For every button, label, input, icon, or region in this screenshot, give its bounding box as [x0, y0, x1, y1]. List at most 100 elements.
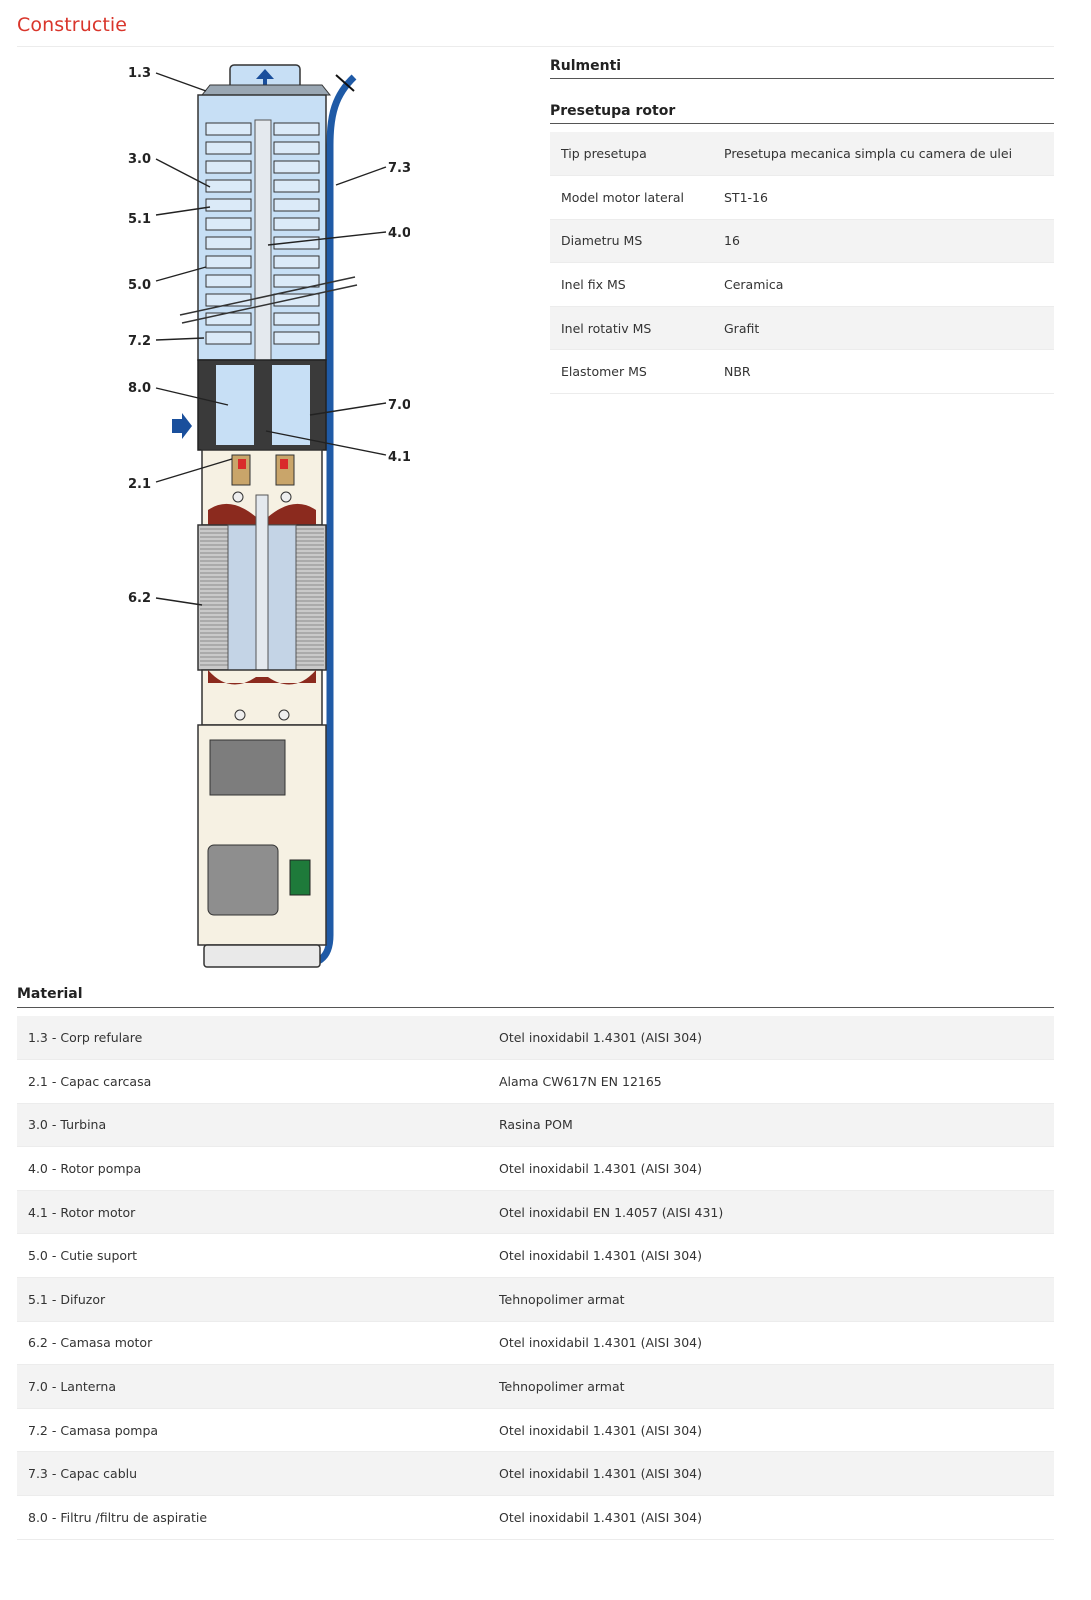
label-7-2: 7.2	[128, 334, 151, 349]
bearing-lower-right	[278, 709, 290, 721]
pump-stage	[205, 122, 252, 136]
material-value: Otel inoxidabil EN 1.4057 (AISI 431)	[488, 1190, 1054, 1235]
material-value: Otel inoxidabil 1.4301 (AISI 304)	[488, 1016, 1054, 1061]
pump-stage	[273, 255, 320, 269]
pump-stages	[205, 122, 320, 345]
material-value: Rasina POM	[488, 1103, 1054, 1148]
pump-cutaway-illustration: 1.3 3.0 5.1 5.0 7.2 8.0 2.1 6.2 7.3 4.0 …	[128, 64, 411, 968]
table-key: Inel rotativ MS	[550, 306, 713, 351]
pump-stage	[273, 217, 320, 231]
pump-stage	[205, 198, 252, 212]
material-part: 4.0 - Rotor pompa	[17, 1146, 488, 1191]
pump-stage	[205, 331, 252, 345]
material-part: 8.0 - Filtru /filtru de aspiratie	[17, 1495, 488, 1540]
material-part: 1.3 - Corp refulare	[17, 1016, 488, 1061]
material-value: Otel inoxidabil 1.4301 (AISI 304)	[488, 1451, 1054, 1497]
material-value: Otel inoxidabil 1.4301 (AISI 304)	[488, 1321, 1054, 1366]
pump-stage	[205, 179, 252, 193]
table-value: 16	[713, 219, 1054, 264]
pump-stage	[205, 217, 252, 231]
material-part: 7.2 - Camasa pompa	[17, 1408, 488, 1453]
material-value: Otel inoxidabil 1.4301 (AISI 304)	[488, 1146, 1054, 1191]
table-value: Grafit	[713, 306, 1054, 351]
arrow-right-icon	[172, 413, 192, 439]
pump-diagram: 1.3 3.0 5.1 5.0 7.2 8.0 2.1 6.2 7.3 4.0 …	[110, 55, 411, 980]
material-part: 7.0 - Lanterna	[17, 1364, 488, 1409]
table-value: Ceramica	[713, 262, 1054, 307]
material-value: Tehnopolimer armat	[488, 1364, 1054, 1409]
material-value: Otel inoxidabil 1.4301 (AISI 304)	[488, 1495, 1054, 1540]
table-value: ST1-16	[713, 175, 1054, 220]
label-3-0: 3.0	[128, 152, 151, 167]
material-part: 2.1 - Capac carcasa	[17, 1059, 488, 1104]
pump-stage	[273, 274, 320, 288]
label-7-0: 7.0	[388, 398, 410, 413]
pump-stage	[273, 331, 320, 345]
seal-ring-left	[238, 459, 246, 469]
table-value: NBR	[713, 349, 1054, 395]
material-part: 4.1 - Rotor motor	[17, 1190, 488, 1235]
label-2-1: 2.1	[128, 477, 151, 492]
material-value: Otel inoxidabil 1.4301 (AISI 304)	[488, 1233, 1054, 1279]
discharge-shoulder	[200, 84, 332, 96]
bearing-left	[232, 491, 244, 503]
pump-stage	[205, 312, 252, 326]
material-part: 5.1 - Difuzor	[17, 1277, 488, 1322]
capacitor	[209, 739, 286, 796]
pump-stage	[205, 141, 252, 155]
pump-stage	[273, 122, 320, 136]
label-7-3: 7.3	[388, 161, 410, 176]
motor-bottom	[203, 944, 321, 968]
material-part: 7.3 - Capac cablu	[17, 1451, 488, 1497]
material-part: 5.0 - Cutie suport	[17, 1233, 488, 1279]
pump-stage	[205, 274, 252, 288]
pump-stage	[273, 141, 320, 155]
material-heading: Material	[17, 986, 1054, 1008]
suction-filter-right	[272, 365, 310, 445]
table-key: Model motor lateral	[550, 175, 713, 220]
material-value: Otel inoxidabil 1.4301 (AISI 304)	[488, 1408, 1054, 1453]
pump-stage	[205, 255, 252, 269]
material-value: Tehnopolimer armat	[488, 1277, 1054, 1322]
arrow-up-icon	[256, 69, 274, 93]
label-8-0: 8.0	[128, 381, 151, 396]
winding-bottom	[208, 670, 316, 685]
label-1-3: 1.3	[128, 66, 151, 81]
cut-line-1	[179, 276, 356, 316]
table-value: Presetupa mecanica simpla cu camera de u…	[713, 132, 1054, 177]
cable-plug	[289, 859, 311, 896]
material-value: Alama CW617N EN 12165	[488, 1059, 1054, 1104]
label-4-0: 4.0	[388, 226, 410, 241]
cut-line-2	[181, 284, 358, 324]
suction-filter-left	[216, 365, 254, 445]
pump-stage	[273, 293, 320, 307]
pump-stage	[273, 198, 320, 212]
pump-stage	[205, 236, 252, 250]
material-part: 6.2 - Camasa motor	[17, 1321, 488, 1366]
callout-lines	[155, 72, 387, 606]
label-4-1: 4.1	[388, 450, 410, 465]
label-6-2: 6.2	[128, 591, 151, 606]
pump-stage	[273, 312, 320, 326]
material-part: 3.0 - Turbina	[17, 1103, 488, 1148]
